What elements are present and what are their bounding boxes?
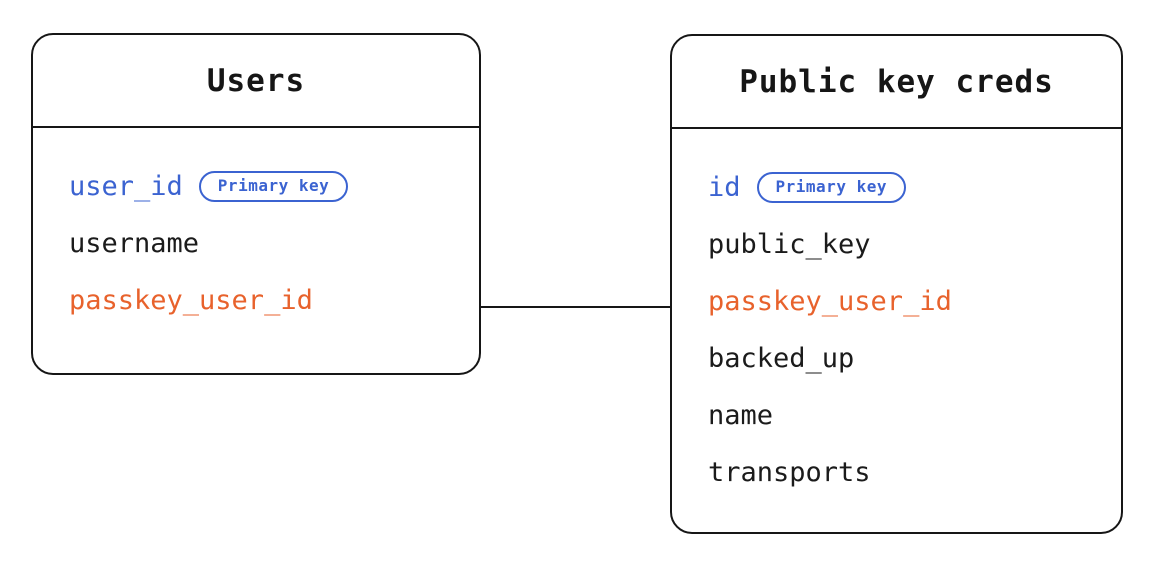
field-name-passkey-user-id: passkey_user_id: [708, 286, 952, 317]
field-row-name[interactable]: name: [708, 387, 1121, 444]
field-name-username: username: [69, 228, 200, 259]
entity-fields-public-key-creds: id Primary key public_key passkey_user_i…: [672, 129, 1121, 501]
field-row-backed-up[interactable]: backed_up: [708, 330, 1121, 387]
field-name-name: name: [708, 400, 774, 431]
field-row-public-key[interactable]: public_key: [708, 216, 1121, 273]
relationship-connector-users-public-key-creds: [480, 306, 671, 308]
field-row-id[interactable]: id Primary key: [708, 159, 1121, 216]
entity-card-public-key-creds[interactable]: Public key creds id Primary key public_k…: [670, 34, 1123, 534]
entity-title-public-key-creds: Public key creds: [739, 63, 1054, 100]
field-row-username[interactable]: username: [69, 215, 479, 272]
entity-card-users[interactable]: Users user_id Primary key username passk…: [31, 33, 481, 375]
entity-title-users: Users: [206, 62, 306, 99]
field-row-passkey-user-id[interactable]: passkey_user_id: [69, 272, 479, 329]
field-name-passkey-user-id: passkey_user_id: [69, 285, 313, 316]
entity-header-users: Users: [33, 35, 479, 128]
field-name-transports: transports: [708, 457, 871, 488]
field-row-user-id[interactable]: user_id Primary key: [69, 158, 479, 215]
field-name-id: id: [708, 172, 741, 203]
entity-header-public-key-creds: Public key creds: [672, 36, 1121, 129]
field-row-passkey-user-id[interactable]: passkey_user_id: [708, 273, 1121, 330]
entity-fields-users: user_id Primary key username passkey_use…: [33, 128, 479, 329]
field-name-user-id: user_id: [69, 171, 183, 202]
field-row-transports[interactable]: transports: [708, 444, 1121, 501]
field-name-public-key: public_key: [708, 229, 871, 260]
primary-key-badge: Primary key: [198, 171, 349, 202]
field-name-backed-up: backed_up: [708, 343, 855, 374]
primary-key-badge: Primary key: [756, 172, 906, 203]
